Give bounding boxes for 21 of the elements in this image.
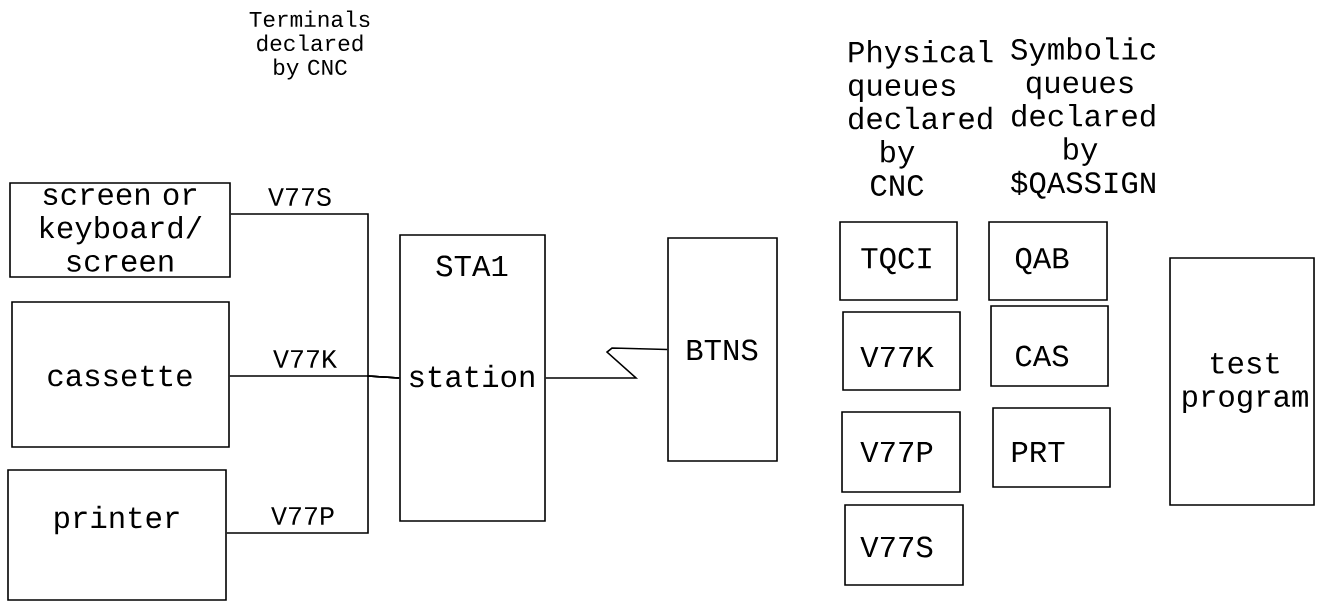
edge-label: V77S — [266, 186, 334, 208]
queue-box: V77S — [844, 504, 964, 586]
queue-box: V77K — [842, 311, 961, 391]
queue-box: PRT — [992, 407, 1111, 488]
terminal-box: printer — [7, 469, 227, 601]
column-heading: Symbolic queues declared by $QASSIGN — [1011, 37, 1155, 199]
program-box: test program — [1169, 257, 1315, 506]
queue-box: V77P — [841, 411, 961, 493]
queue-box: CAS — [990, 305, 1109, 387]
station-box: STA1 station — [399, 234, 546, 522]
edge-label: V77P — [269, 505, 337, 527]
column-heading: Physical queues declared by CNC — [849, 40, 993, 196]
node-box: BTNS — [667, 237, 778, 462]
queue-box: TQCI — [839, 221, 958, 301]
column-heading: Terminals declared by CNC — [249, 10, 370, 80]
communication-line — [545, 347, 668, 379]
edge-label: V77K — [271, 348, 339, 370]
connection-line — [226, 375, 400, 534]
queue-box: QAB — [988, 221, 1108, 301]
terminal-box: screen or keyboard/ screen — [9, 182, 231, 278]
terminal-box: cassette — [11, 301, 230, 448]
